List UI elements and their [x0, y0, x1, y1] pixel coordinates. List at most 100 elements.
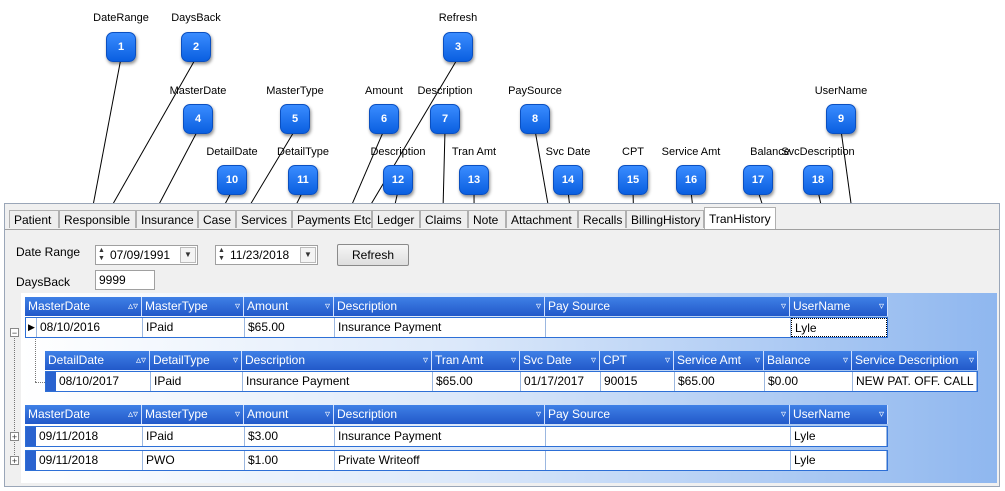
cell-tran-amt[interactable]: $65.00 — [433, 372, 521, 391]
column-header-user-name[interactable]: UserName▿ — [790, 297, 888, 316]
tab-insurance[interactable]: Insurance — [136, 210, 198, 228]
filter-icon[interactable]: ▿ — [234, 301, 240, 312]
sort-filter-icon[interactable]: ▵▿ — [127, 409, 138, 420]
column-header-cpt[interactable]: CPT▿ — [600, 351, 674, 370]
tab-responsible[interactable]: Responsible — [59, 210, 136, 228]
cell-user-name[interactable]: Lyle — [791, 318, 887, 337]
cell-amount[interactable]: $3.00 — [245, 427, 335, 446]
row-selector[interactable] — [46, 372, 56, 391]
cell-master-type[interactable]: IPaid — [143, 427, 245, 446]
cell-pay-source[interactable] — [546, 451, 791, 470]
cell-pay-source[interactable] — [546, 318, 791, 337]
refresh-button[interactable]: Refresh — [337, 244, 409, 266]
cell-amount[interactable]: $65.00 — [245, 318, 335, 337]
column-header-amount[interactable]: Amount▿ — [244, 405, 334, 424]
filter-icon[interactable]: ▿ — [535, 301, 541, 312]
collapse-icon[interactable]: − — [10, 328, 19, 338]
tab-attachment[interactable]: Attachment — [506, 210, 578, 228]
column-header-master-type[interactable]: MasterType▿ — [142, 297, 244, 316]
cell-user-name[interactable]: Lyle — [791, 427, 887, 446]
filter-icon[interactable]: ▿ — [510, 355, 516, 366]
cell-master-date[interactable]: 09/11/2018 — [36, 427, 143, 446]
column-header-pay-source[interactable]: Pay Source▿ — [545, 405, 790, 424]
column-header-tran-amt[interactable]: Tran Amt▿ — [432, 351, 520, 370]
filter-icon[interactable]: ▿ — [232, 355, 238, 366]
cell-svc-date[interactable]: 01/17/2017 — [521, 372, 601, 391]
cell-pay-source[interactable] — [546, 427, 791, 446]
column-header-description[interactable]: Description▿ — [334, 405, 545, 424]
column-header-service-amt[interactable]: Service Amt▿ — [674, 351, 764, 370]
filter-icon[interactable]: ▿ — [590, 355, 596, 366]
column-header-master-type[interactable]: MasterType▿ — [142, 405, 244, 424]
filter-icon[interactable]: ▿ — [968, 355, 974, 366]
tab-claims[interactable]: Claims — [420, 210, 468, 228]
cell-description[interactable]: Private Writeoff — [335, 451, 546, 470]
master-row[interactable]: 09/11/2018 IPaid $3.00 Insurance Payment… — [25, 426, 888, 447]
tab-case[interactable]: Case — [198, 210, 236, 228]
column-header-user-name[interactable]: UserName▿ — [790, 405, 888, 424]
filter-icon[interactable]: ▿ — [234, 409, 240, 420]
cell-master-date[interactable]: 09/11/2018 — [36, 451, 143, 470]
tab-tran-history[interactable]: TranHistory — [704, 207, 776, 229]
column-header-balance[interactable]: Balance▿ — [764, 351, 852, 370]
cell-user-name[interactable]: Lyle — [791, 451, 887, 470]
cell-master-type[interactable]: PWO — [143, 451, 245, 470]
tab-services[interactable]: Services — [236, 210, 292, 228]
cell-detail-date[interactable]: 08/10/2017 — [56, 372, 151, 391]
tab-recalls[interactable]: Recalls — [578, 210, 626, 228]
days-back-input[interactable]: 9999 — [95, 270, 155, 290]
sort-filter-icon[interactable]: ▵▿ — [135, 355, 146, 366]
cell-service-amt[interactable]: $65.00 — [675, 372, 765, 391]
master-row[interactable]: ▶ 08/10/2016 IPaid $65.00 Insurance Paym… — [25, 317, 888, 338]
column-header-master-date[interactable]: MasterDate▵▿ — [25, 297, 142, 316]
cell-description[interactable]: Insurance Payment — [335, 318, 546, 337]
master-row[interactable]: 09/11/2018 PWO $1.00 Private Writeoff Ly… — [25, 450, 888, 471]
cell-amount[interactable]: $1.00 — [245, 451, 335, 470]
column-header-detail-description[interactable]: Description▿ — [242, 351, 432, 370]
row-selector[interactable] — [26, 427, 36, 446]
cell-description[interactable]: Insurance Payment — [335, 427, 546, 446]
filter-icon[interactable]: ▿ — [780, 409, 786, 420]
filter-icon[interactable]: ▿ — [324, 409, 330, 420]
filter-icon[interactable]: ▿ — [754, 355, 760, 366]
tab-ledger[interactable]: Ledger — [372, 210, 420, 228]
column-header-svc-date[interactable]: Svc Date▿ — [520, 351, 600, 370]
cell-detail-type[interactable]: IPaid — [151, 372, 243, 391]
cell-master-date[interactable]: 08/10/2016 — [37, 318, 143, 337]
filter-icon[interactable]: ▿ — [324, 301, 330, 312]
chevron-down-icon[interactable]: ▼ — [180, 247, 196, 263]
expand-icon[interactable]: + — [10, 432, 19, 442]
expand-icon[interactable]: + — [10, 456, 19, 466]
filter-icon[interactable]: ▿ — [422, 355, 428, 366]
cell-cpt[interactable]: 90015 — [601, 372, 675, 391]
cell-master-type[interactable]: IPaid — [143, 318, 245, 337]
end-date-picker[interactable]: ▲▼ 11/23/2018 ▼ — [215, 245, 318, 265]
spin-arrows-icon[interactable]: ▲▼ — [98, 247, 105, 262]
filter-icon[interactable]: ▿ — [878, 409, 884, 420]
cell-service-description[interactable]: NEW PAT. OFF. CALL — [853, 372, 977, 391]
tab-billing-history[interactable]: BillingHistory — [626, 210, 704, 228]
filter-icon[interactable]: ▿ — [878, 301, 884, 312]
column-header-service-description[interactable]: Service Description▿ — [852, 351, 978, 370]
spin-arrows-icon[interactable]: ▲▼ — [218, 247, 225, 262]
tab-payments-etc[interactable]: Payments Etc — [292, 210, 372, 228]
column-header-detail-date[interactable]: DetailDate▵▿ — [45, 351, 150, 370]
filter-icon[interactable]: ▿ — [535, 409, 541, 420]
detail-row[interactable]: 08/10/2017 IPaid Insurance Payment $65.0… — [45, 371, 978, 392]
row-selector[interactable] — [26, 451, 36, 470]
column-header-master-date[interactable]: MasterDate▵▿ — [25, 405, 142, 424]
chevron-down-icon[interactable]: ▼ — [300, 247, 316, 263]
column-header-pay-source[interactable]: Pay Source▿ — [545, 297, 790, 316]
sort-filter-icon[interactable]: ▵▿ — [127, 301, 138, 312]
column-header-description[interactable]: Description▿ — [334, 297, 545, 316]
filter-icon[interactable]: ▿ — [842, 355, 848, 366]
tab-patient[interactable]: Patient — [9, 210, 59, 228]
filter-icon[interactable]: ▿ — [780, 301, 786, 312]
cell-detail-description[interactable]: Insurance Payment — [243, 372, 433, 391]
tab-note[interactable]: Note — [468, 210, 506, 228]
column-header-amount[interactable]: Amount▿ — [244, 297, 334, 316]
start-date-picker[interactable]: ▲▼ 07/09/1991 ▼ — [95, 245, 198, 265]
filter-icon[interactable]: ▿ — [664, 355, 670, 366]
cell-balance[interactable]: $0.00 — [765, 372, 853, 391]
column-header-detail-type[interactable]: DetailType▿ — [150, 351, 242, 370]
